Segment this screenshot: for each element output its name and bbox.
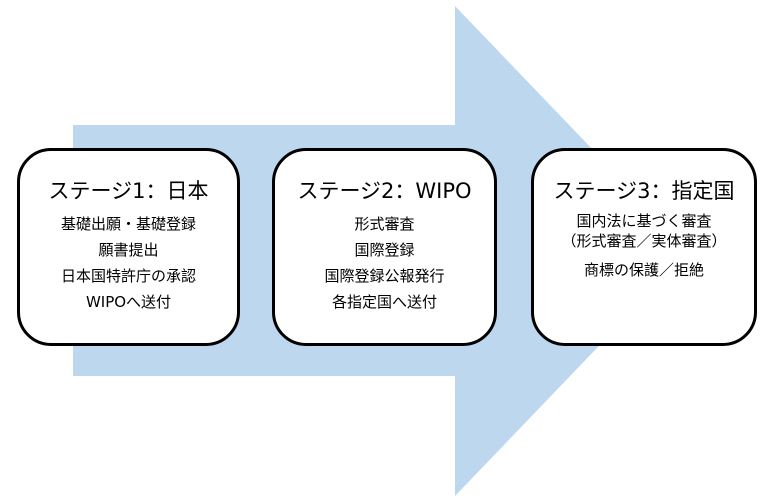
- stage-2-item: 国際登録公報発行: [324, 267, 445, 285]
- stage-1-box: ステージ1：日本 基礎出願・基礎登録 願書提出 日本国特許庁の承認 WIPOへ送…: [17, 148, 240, 346]
- stage-3-item: （形式審査／実体審査）: [561, 232, 727, 250]
- stage-3-item: 国内法に基づく審査: [576, 212, 712, 230]
- stage-1-item: 願書提出: [98, 241, 159, 259]
- stage-1-item: 基礎出願・基礎登録: [60, 215, 196, 233]
- stage-1-item: 日本国特許庁の承認: [60, 267, 196, 285]
- stage-1-items: 基礎出願・基礎登録 願書提出 日本国特許庁の承認 WIPOへ送付: [20, 211, 237, 315]
- stage-3-title: ステージ3：指定国: [553, 179, 735, 203]
- stage-3-item: 商標の保護／拒絶: [583, 261, 704, 279]
- stage-1-item: WIPOへ送付: [85, 293, 172, 311]
- stage-3-box: ステージ3：指定国 国内法に基づく審査 （形式審査／実体審査） 商標の保護／拒絶: [531, 148, 757, 346]
- stage-3-items: 国内法に基づく審査 （形式審査／実体審査） 商標の保護／拒絶: [534, 211, 754, 283]
- stage-2-item: 各指定国へ送付: [331, 293, 437, 311]
- stage-2-title: ステージ2：WIPO: [297, 179, 472, 203]
- stage-2-item: 国際登録: [354, 241, 415, 259]
- stage-2-box: ステージ2：WIPO 形式審査 国際登録 国際登録公報発行 各指定国へ送付: [272, 148, 497, 346]
- stage-2-items: 形式審査 国際登録 国際登録公報発行 各指定国へ送付: [275, 211, 494, 315]
- stage-1-title: ステージ1：日本: [48, 179, 209, 203]
- stage-2-item: 形式審査: [354, 215, 415, 233]
